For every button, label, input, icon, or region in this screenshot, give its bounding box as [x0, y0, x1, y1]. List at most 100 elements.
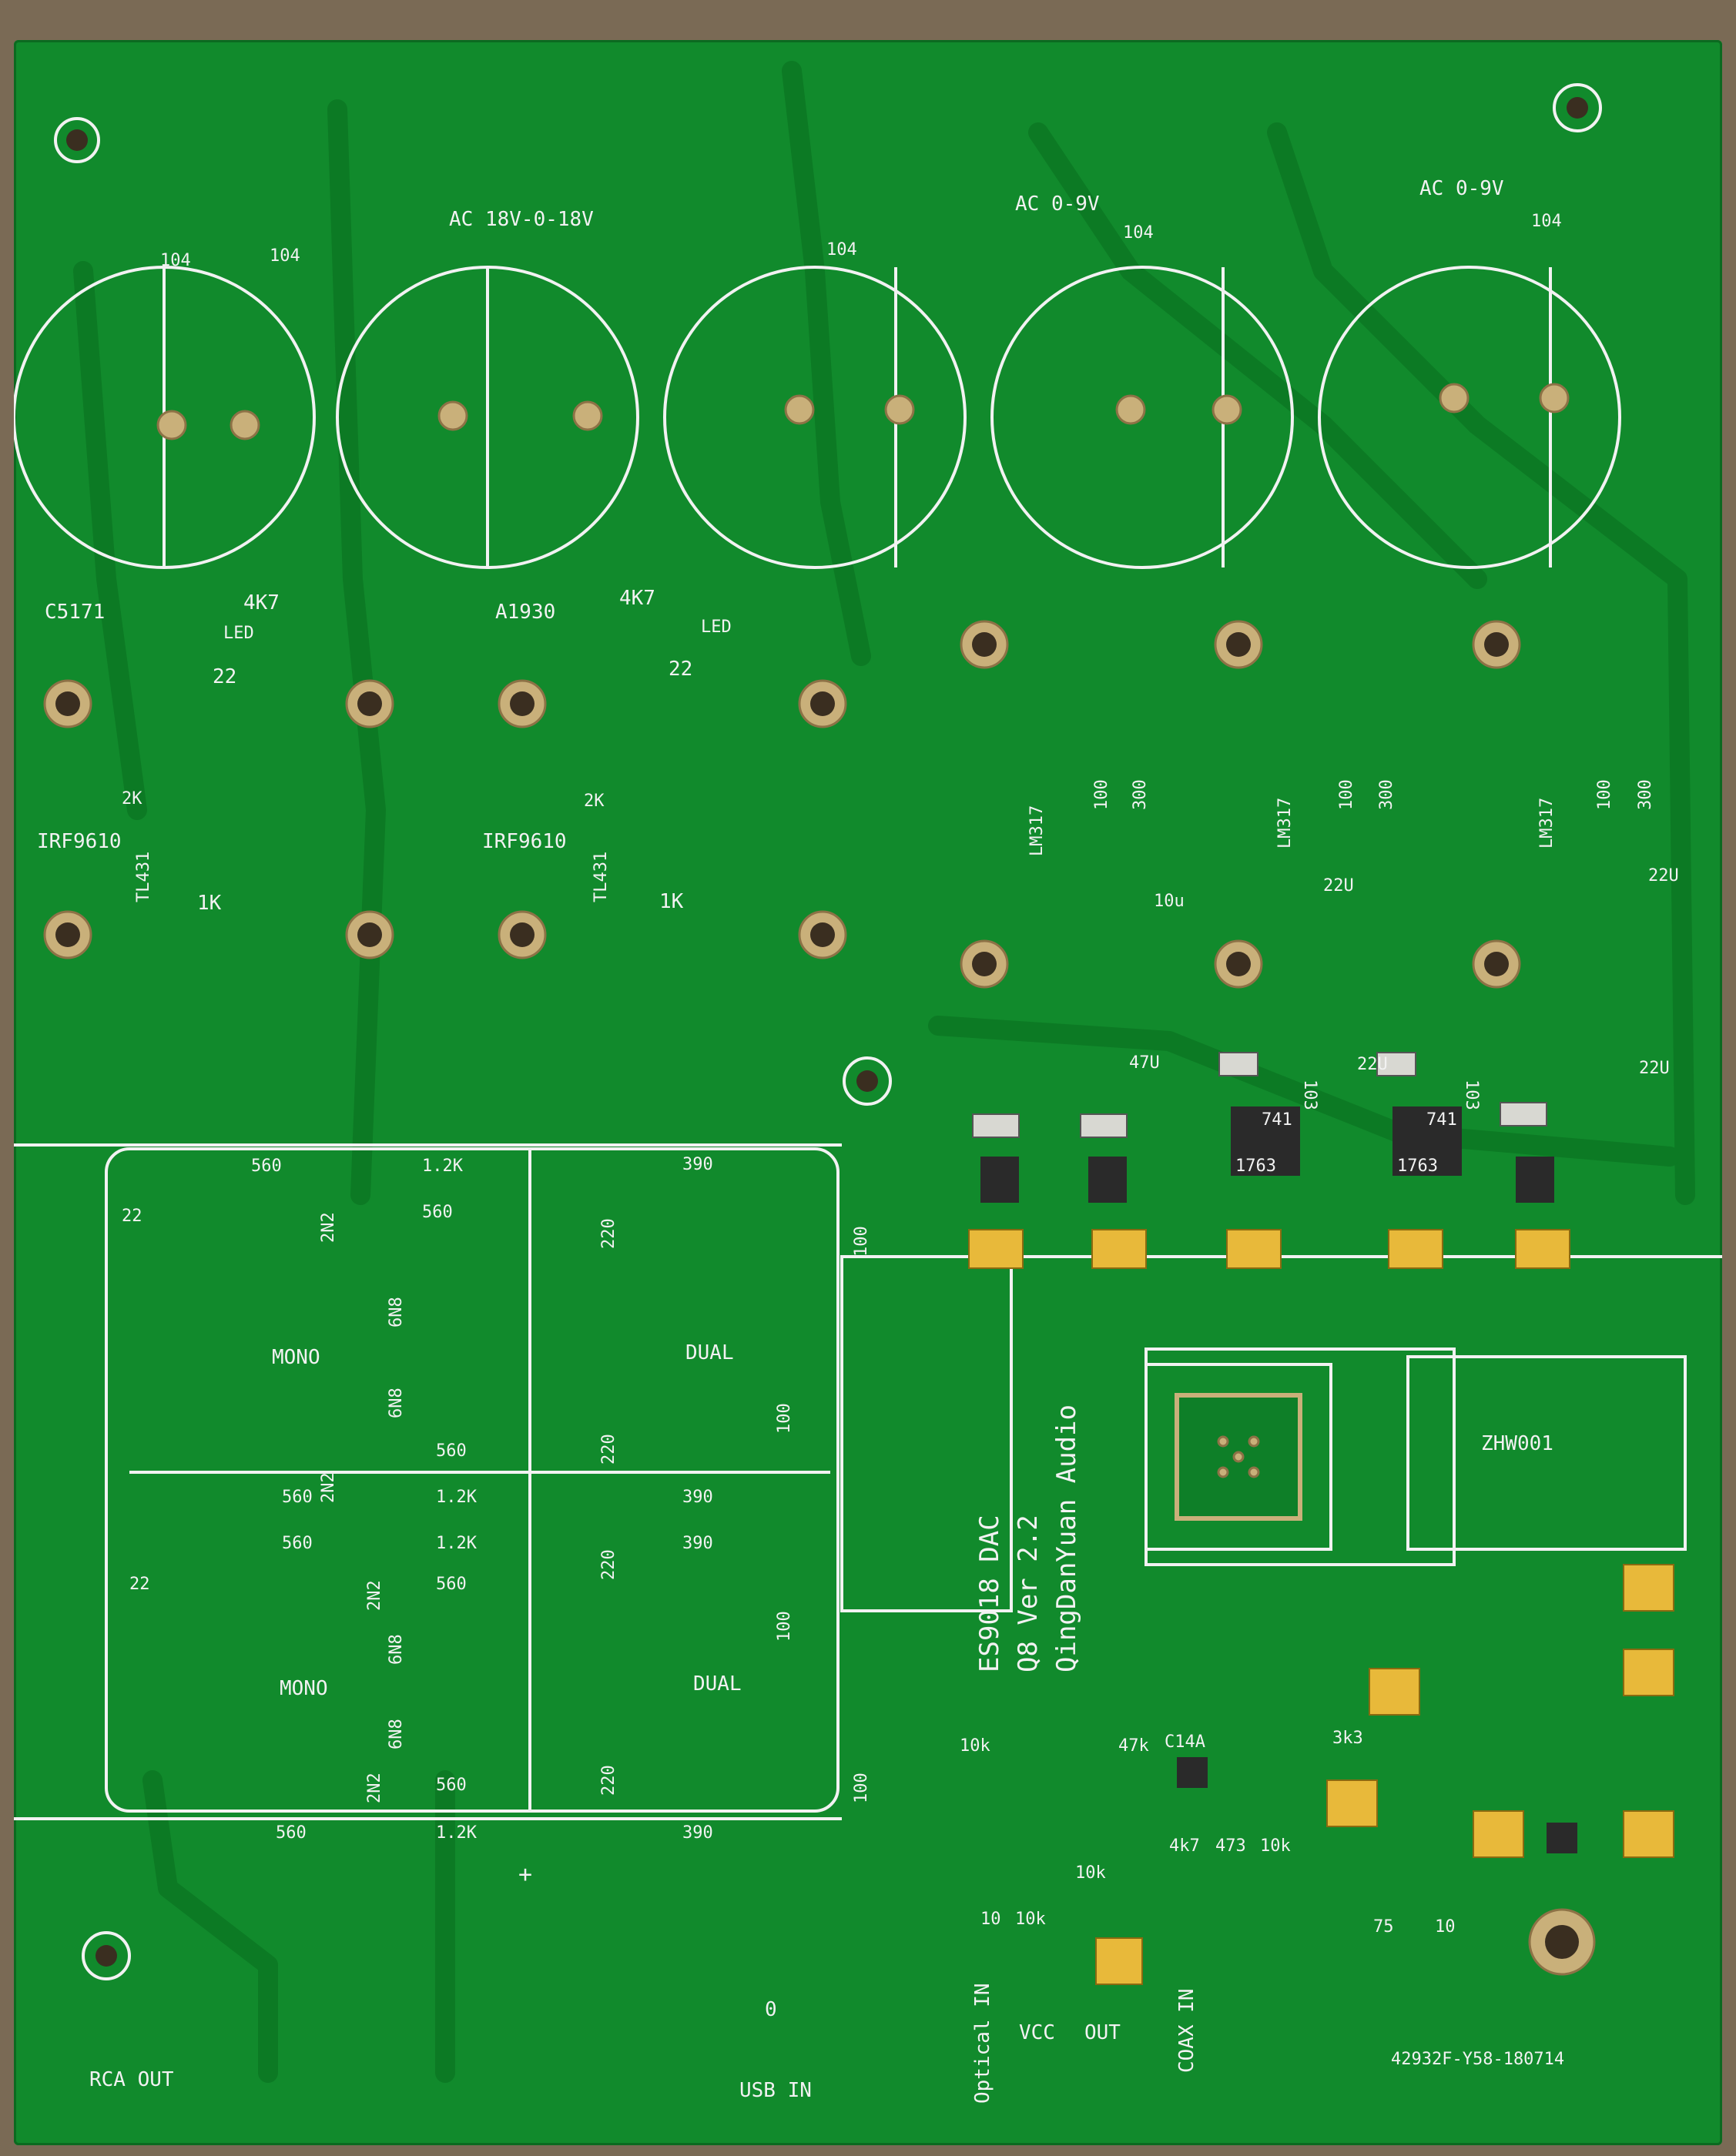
c2n2-label-1: 2N2 [319, 1212, 338, 1243]
silk-outlines [14, 1143, 1722, 1820]
r390-label-4: 390 [682, 1823, 713, 1843]
mono-label-1: MONO [272, 1346, 320, 1369]
r1k-label-2: 1K [659, 890, 684, 913]
c6n8-label-4: 6N8 [387, 1719, 406, 1749]
r4k7-label-1: 4K7 [243, 591, 280, 614]
r75-label: 75 [1373, 1917, 1394, 1937]
copper-traces [73, 61, 1695, 2083]
r220-label-3: 220 [599, 1549, 618, 1580]
r560-label-6: 560 [436, 1575, 467, 1594]
irf9610-label-1: IRF9610 [37, 830, 122, 853]
cap-104-label-2: 104 [270, 246, 300, 266]
ic1763-label-1: 1763 [1235, 1157, 1276, 1176]
dual-label-2: DUAL [693, 1672, 742, 1696]
r473-label: 473 [1215, 1836, 1246, 1856]
c2n2-label-4: 2N2 [365, 1773, 384, 1803]
r100-label-1: 100 [1092, 779, 1111, 810]
r22-label-1: 22 [213, 665, 237, 688]
r560-label-1: 560 [251, 1157, 282, 1176]
r10k-label-4: 10k [1015, 1910, 1046, 1929]
mounting-holes [54, 83, 1602, 1980]
dual-label-1: DUAL [685, 1341, 734, 1364]
optical-in-label: Optical IN [971, 1983, 994, 2104]
rca-out-label: RCA OUT [89, 2068, 174, 2091]
board-title: ES9018 DAC [974, 1515, 1005, 1672]
r220-label-1: 220 [599, 1218, 618, 1249]
r22-label-3: 22 [122, 1207, 142, 1226]
lm317-label-2: LM317 [1275, 797, 1295, 849]
r100-label-4: 100 [852, 1226, 871, 1257]
c47u-label: 47U [1129, 1053, 1160, 1073]
cap-104-label-5: 104 [1531, 212, 1562, 231]
lot-code: 42932F-Y58-180714 [1391, 2050, 1565, 2069]
c10u-label: 10u [1154, 892, 1185, 911]
usb-in-label: USB IN [739, 2079, 812, 2102]
r10-label-1: 10 [980, 1910, 1001, 1929]
mono-label-2: MONO [280, 1677, 328, 1700]
r560-label-4: 560 [282, 1488, 313, 1507]
r100-label-5: 100 [775, 1403, 794, 1434]
lm317-label-1: LM317 [1027, 805, 1047, 856]
r1-2k-label-1: 1.2K [422, 1157, 463, 1176]
led-label-2: LED [701, 618, 732, 637]
c22u-label-4: 22U [1639, 1059, 1670, 1078]
c103-label-2: 103 [1462, 1080, 1481, 1110]
cap-104-label-3: 104 [826, 240, 857, 259]
r560-label-2: 560 [422, 1203, 453, 1222]
r10k-label-3: 10k [1075, 1863, 1106, 1883]
r2k-label-2: 2K [584, 792, 605, 811]
coax-in-label: COAX IN [1175, 1988, 1198, 2073]
c22u-label-3: 22U [1357, 1055, 1388, 1074]
c2n2-label-2: 2N2 [319, 1472, 338, 1503]
pcb-artwork [14, 61, 1722, 2083]
r300-label-3: 300 [1636, 779, 1655, 810]
r390-label-1: 390 [682, 1155, 713, 1174]
board-version: Q8 Ver 2.2 [1013, 1515, 1044, 1672]
c103-label-1: 103 [1300, 1080, 1319, 1110]
r100-label-6: 100 [775, 1611, 794, 1642]
r390-label-3: 390 [682, 1534, 713, 1553]
r390-label-2: 390 [682, 1488, 713, 1507]
header-plus-label: + [518, 1861, 533, 1888]
out-label: OUT [1084, 2021, 1121, 2044]
r220-label-2: 220 [599, 1434, 618, 1465]
c6n8-label-3: 6N8 [387, 1634, 406, 1665]
r100-label-2: 100 [1337, 779, 1356, 810]
bulk-capacitors [14, 266, 1621, 569]
ic741-label-2: 741 [1426, 1110, 1457, 1130]
c2n2-label-3: 2N2 [365, 1580, 384, 1611]
r100-label-7: 100 [852, 1773, 871, 1803]
c22u-label-1: 22U [1323, 876, 1354, 896]
heatsink-pads [43, 620, 1521, 989]
r100-label-3: 100 [1595, 779, 1614, 810]
r560-label-8: 560 [276, 1823, 307, 1843]
smd-parts [968, 1052, 1674, 1985]
ac-9v-label-a: AC 0-9V [1015, 192, 1100, 216]
c5171-label: C5171 [45, 601, 106, 624]
r10k-label-2: 10k [1260, 1836, 1291, 1856]
r300-label-1: 300 [1131, 779, 1150, 810]
lm317-label-3: LM317 [1537, 797, 1557, 849]
board-maker: QingDanYuan Audio [1051, 1404, 1082, 1672]
r560-label-7: 560 [436, 1776, 467, 1795]
cap-104-label-4: 104 [1123, 223, 1154, 243]
r560-label-3: 560 [436, 1441, 467, 1461]
es9018-chip [1144, 1363, 1332, 1551]
irf9610-label-2: IRF9610 [482, 830, 567, 853]
cap-104-label-1: 104 [160, 251, 191, 270]
r560-label-5: 560 [282, 1534, 313, 1553]
tl431-label-2: TL431 [592, 851, 611, 902]
a1930-label: A1930 [495, 601, 556, 624]
c6n8-label-1: 6N8 [387, 1297, 406, 1327]
c14a-label: C14A [1165, 1732, 1205, 1752]
ic741-label-1: 741 [1262, 1110, 1292, 1130]
ic1763-label-2: 1763 [1397, 1157, 1438, 1176]
r1-2k-label-3: 1.2K [436, 1534, 477, 1553]
zero-label: 0 [765, 1998, 777, 2021]
r1k-label-1: 1K [197, 892, 222, 915]
r3k3-label: 3k3 [1332, 1729, 1363, 1748]
r220-label-4: 220 [599, 1765, 618, 1796]
tl431-label-1: TL431 [134, 851, 153, 902]
r22-label-4: 22 [129, 1575, 150, 1594]
pcb-board: AC 18V-0-18V AC 0-9V AC 0-9V 104 104 104… [14, 40, 1722, 2145]
